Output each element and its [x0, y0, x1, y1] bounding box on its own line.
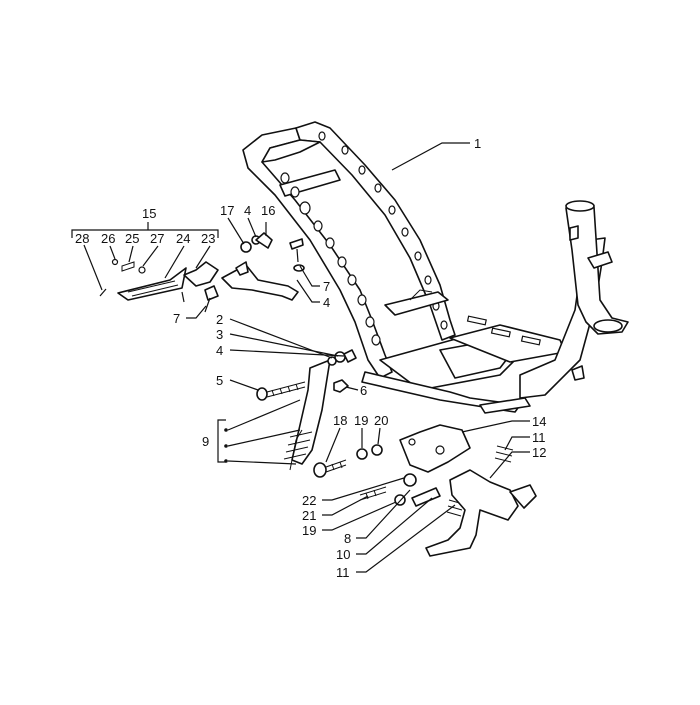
- callout-24: 24: [176, 231, 190, 246]
- callout-17: 17: [220, 203, 234, 218]
- callout-28: 28: [75, 231, 89, 246]
- callout-27: 27: [150, 231, 164, 246]
- callout-15: 15: [142, 206, 156, 221]
- callout-20: 20: [374, 413, 388, 428]
- frame-drawing: [242, 121, 629, 414]
- callout-16: 16: [261, 203, 275, 218]
- callout-18: 18: [333, 413, 347, 428]
- callout-7b: 7: [323, 279, 330, 294]
- callout-4b: 4: [323, 295, 330, 310]
- callout-1: 1: [474, 136, 481, 151]
- callout-11b: 11: [336, 565, 350, 580]
- callout-26: 26: [101, 231, 115, 246]
- callout-9: 9: [202, 434, 209, 449]
- side-stand-parts: [256, 349, 383, 478]
- callout-7a: 7: [173, 311, 180, 326]
- callout-21: 21: [302, 508, 316, 523]
- callout-12: 12: [532, 445, 546, 460]
- center-stand-parts: [359, 424, 537, 557]
- callout-19b: 19: [302, 523, 316, 538]
- leader-lines: [71, 142, 530, 573]
- callout-6: 6: [360, 383, 367, 398]
- callout-labels: 1 15 28 26 25 27 24 23 17 4 16 7 4 7 2 3…: [75, 136, 546, 580]
- callout-22: 22: [302, 493, 316, 508]
- callout-4c: 4: [216, 343, 223, 358]
- callout-8: 8: [344, 531, 351, 546]
- callout-4a: 4: [244, 203, 251, 218]
- callout-25: 25: [125, 231, 139, 246]
- callout-11a: 11: [532, 430, 546, 445]
- callout-23: 23: [201, 231, 215, 246]
- callout-2: 2: [216, 312, 223, 327]
- callout-19a: 19: [354, 413, 368, 428]
- callout-5: 5: [216, 373, 223, 388]
- callout-3: 3: [216, 327, 223, 342]
- callout-14: 14: [532, 414, 546, 429]
- callout-10: 10: [336, 547, 350, 562]
